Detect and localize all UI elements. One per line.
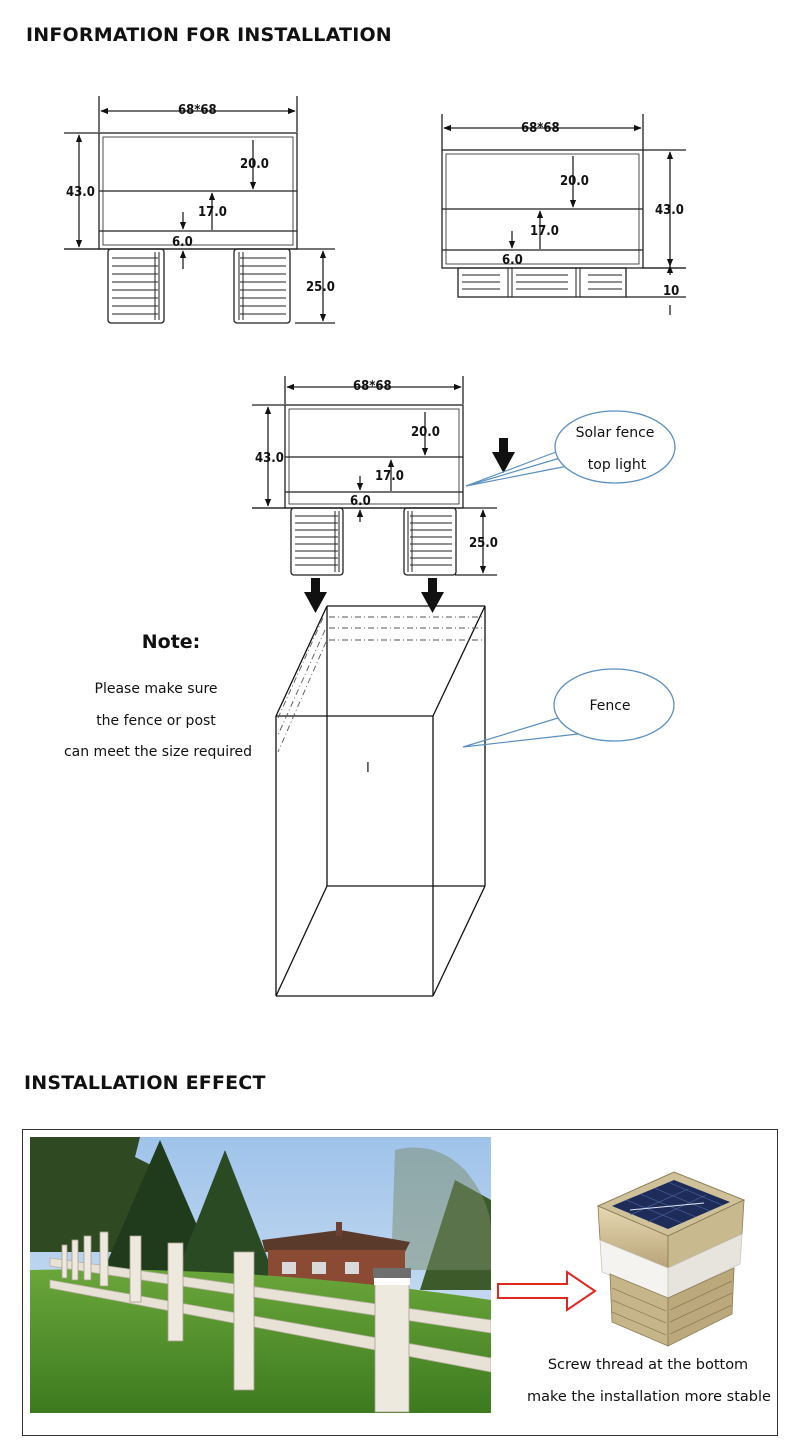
dim2-height: 43.0 <box>655 203 684 218</box>
down-arrow-icon <box>304 578 327 613</box>
diagram1-dimension-labels: 68*68 43.0 20.0 17.0 6.0 25.0 <box>66 103 335 295</box>
dim3-middle: 17.0 <box>375 469 404 484</box>
dim2-thread: 10 <box>663 284 679 299</box>
down-arrow-icon <box>492 438 515 473</box>
diagram-side-view-spigots <box>64 96 335 324</box>
dim1-base: 6.0 <box>172 235 193 250</box>
dim3-base: 6.0 <box>350 494 371 509</box>
installation-effect-frame <box>22 1129 778 1436</box>
down-arrow-icons <box>304 438 515 613</box>
dim1-spigot: 25.0 <box>306 280 335 295</box>
effect-caption-line-2: make the installation more stable <box>527 1389 771 1405</box>
dim3-height: 43.0 <box>255 451 284 466</box>
dim3-width: 68*68 <box>353 379 392 394</box>
bubble-fence-label: Fence <box>589 698 630 714</box>
section-title-installation-effect: INSTALLATION EFFECT <box>24 1072 266 1094</box>
note-title: Note: <box>142 631 201 653</box>
dim2-width: 68*68 <box>521 121 560 136</box>
dim1-upper: 20.0 <box>240 157 269 172</box>
dim1-width: 68*68 <box>178 103 217 118</box>
arrow-right-icon <box>497 1270 597 1312</box>
dim2-base: 6.0 <box>502 253 523 268</box>
fence-hole-dashes <box>277 616 483 753</box>
section-title-installation-info: INFORMATION FOR INSTALLATION <box>26 24 392 46</box>
note-block: Note: Please make sure the fence or post… <box>64 631 252 760</box>
dim2-upper: 20.0 <box>560 174 589 189</box>
bubble-solar-light-line2: top light <box>588 457 647 473</box>
note-line-2: the fence or post <box>96 713 216 729</box>
fence-mark: I <box>366 761 370 776</box>
bubble-fence: Fence <box>462 668 675 748</box>
down-arrow-icon <box>421 578 444 613</box>
diagram2-dimension-labels: 68*68 43.0 20.0 17.0 6.0 10 <box>502 121 684 299</box>
diagram-side-view-thread <box>441 114 686 315</box>
dim3-spigot: 25.0 <box>469 536 498 551</box>
fence-post-outline <box>275 605 486 997</box>
dim1-height: 43.0 <box>66 185 95 200</box>
dim1-middle: 17.0 <box>198 205 227 220</box>
diagram-light-on-fence <box>252 376 497 576</box>
bubble-solar-light-line1: Solar fence <box>576 425 655 441</box>
dim2-middle: 17.0 <box>530 224 559 239</box>
diagram3-dimension-labels: 68*68 43.0 20.0 17.0 6.0 25.0 <box>255 379 498 551</box>
bubble-solar-light: Solar fence top light <box>465 410 676 487</box>
note-line-1: Please make sure <box>95 681 218 697</box>
effect-caption-line-1: Screw thread at the bottom <box>548 1357 748 1373</box>
dim3-upper: 20.0 <box>411 425 440 440</box>
solar-light-product <box>596 1171 746 1347</box>
note-line-3: can meet the size required <box>64 744 252 760</box>
fence-photo <box>30 1137 491 1413</box>
